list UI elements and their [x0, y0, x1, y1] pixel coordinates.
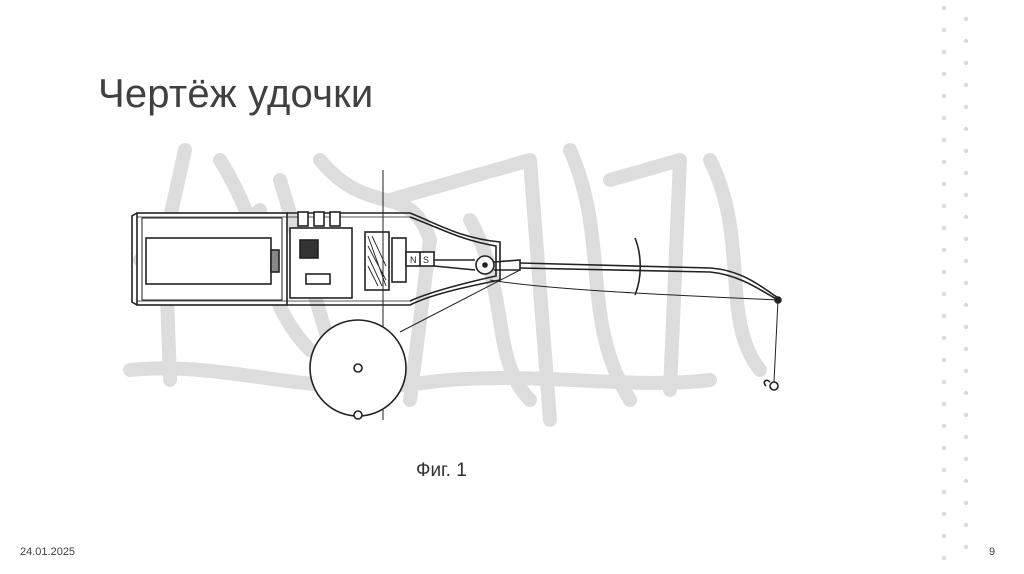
figure-caption: Фиг. 1: [416, 460, 467, 481]
dotted-border-decoration: [941, 5, 969, 561]
magnet-label-s: S: [423, 255, 429, 265]
footer-date: 24.01.2025: [20, 546, 76, 558]
watermark-scribble: [123, 143, 767, 427]
fishing-rod-drawing: N S: [123, 143, 782, 427]
slide-title: Чертёж удочки: [98, 72, 374, 116]
magnet-label-n: N: [410, 255, 417, 265]
rod-body: [131, 170, 782, 420]
page-number: 9: [989, 546, 996, 558]
